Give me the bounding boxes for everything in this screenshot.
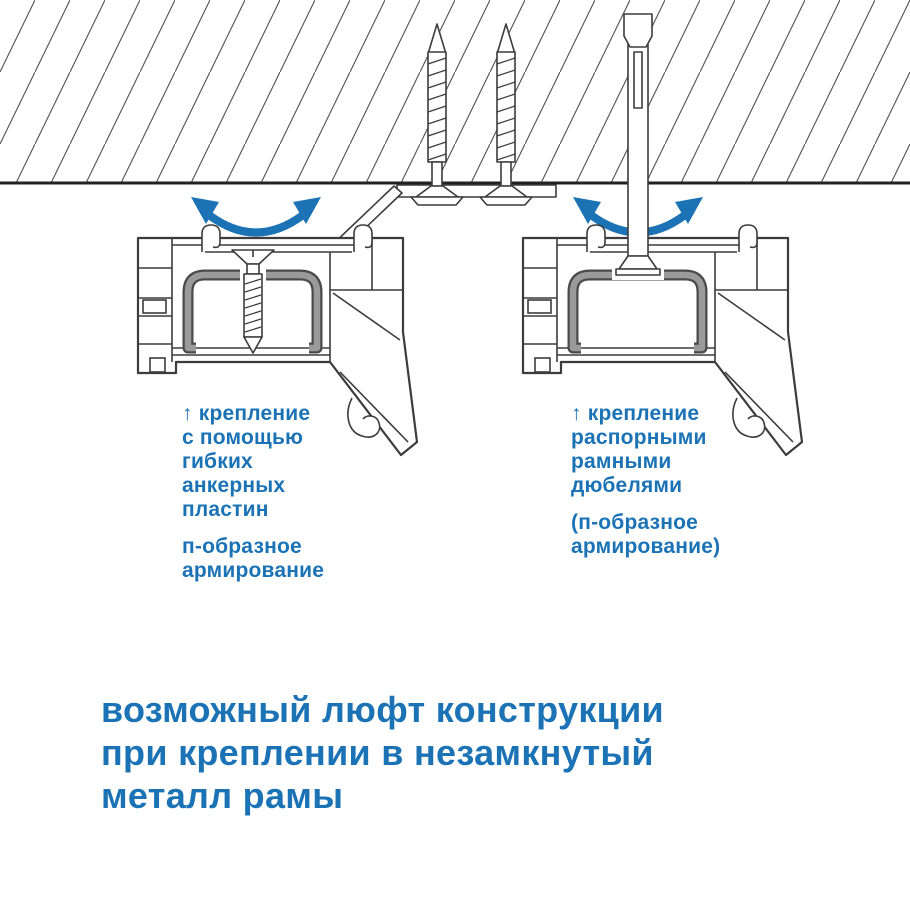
left-caption: ↑ крепление с помощью гибких анкерных пл… xyxy=(182,402,324,583)
caption-line: ↑ крепление xyxy=(571,402,700,425)
caption-line: гибких xyxy=(182,450,253,473)
caption-line: дюбелями xyxy=(571,474,683,497)
caption-line: рамными xyxy=(571,450,672,473)
title-line: при креплении в незамкнутый xyxy=(101,732,654,773)
caption-line: распорными xyxy=(571,426,707,449)
caption-line: п-образное xyxy=(182,535,302,558)
wall-section xyxy=(0,0,910,185)
caption-line: пластин xyxy=(182,498,269,521)
caption-line: анкерных xyxy=(182,474,286,497)
caption-line: армирование xyxy=(182,559,325,582)
caption-line: с помощью xyxy=(182,426,304,449)
page-title: возможный люфт конструкции при креплении… xyxy=(101,688,664,817)
caption-line: армирование) xyxy=(571,535,721,558)
frame-screw xyxy=(231,249,275,354)
caption-line: ↑ крепление xyxy=(182,402,311,425)
frame-dowel xyxy=(612,13,664,280)
title-line: металл рамы xyxy=(101,775,344,816)
caption-line: (п-образное xyxy=(571,511,699,534)
title-line: возможный люфт конструкции xyxy=(101,689,664,730)
right-caption: ↑ крепление распорными рамными дюбелями … xyxy=(571,402,720,559)
